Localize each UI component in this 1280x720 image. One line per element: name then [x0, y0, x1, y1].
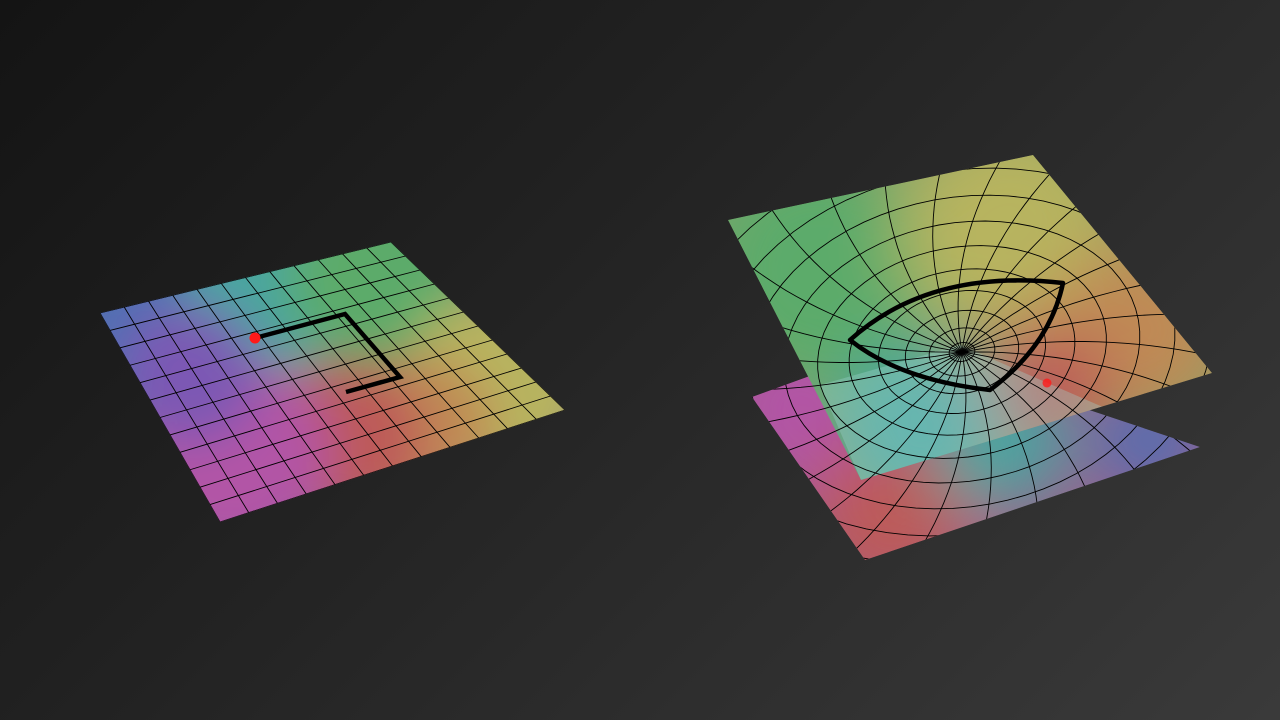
grid-line-ring	[848, 268, 1076, 436]
grid-line-vertical	[390, 242, 565, 411]
grid-line-radial	[961, 313, 1212, 353]
grid-line-radial	[961, 269, 1212, 353]
grid-line-radial	[961, 341, 1212, 378]
grid-line-horizontal	[209, 395, 551, 506]
grid-line-radial	[756, 182, 963, 353]
branch-marker	[1042, 378, 1052, 388]
grid-line-horizontal	[199, 381, 537, 488]
grid-line-radial	[957, 155, 1034, 353]
grid-line-ring	[928, 327, 996, 377]
flat-domain-path	[254, 311, 405, 395]
grid-line-ring	[752, 345, 1176, 510]
flat-domain-surface	[100, 242, 565, 522]
grid-line-radial	[961, 351, 1212, 430]
grid-line-ring	[948, 342, 976, 362]
grid-line-radial	[932, 155, 963, 353]
grid-line-ring	[904, 309, 1020, 395]
riemann-loop-path	[847, 278, 1066, 393]
grid-line-radial	[728, 351, 963, 480]
flat-domain-hue-fill	[100, 242, 565, 522]
flat-domain-marker	[249, 332, 261, 344]
grid-line-vertical	[366, 247, 537, 420]
grid-line-radial	[758, 351, 963, 480]
flat-domain-panel	[100, 242, 565, 522]
grid-line-radial	[728, 274, 963, 353]
grid-line-ring	[878, 290, 1046, 414]
riemann-surface-panel	[728, 155, 1212, 560]
